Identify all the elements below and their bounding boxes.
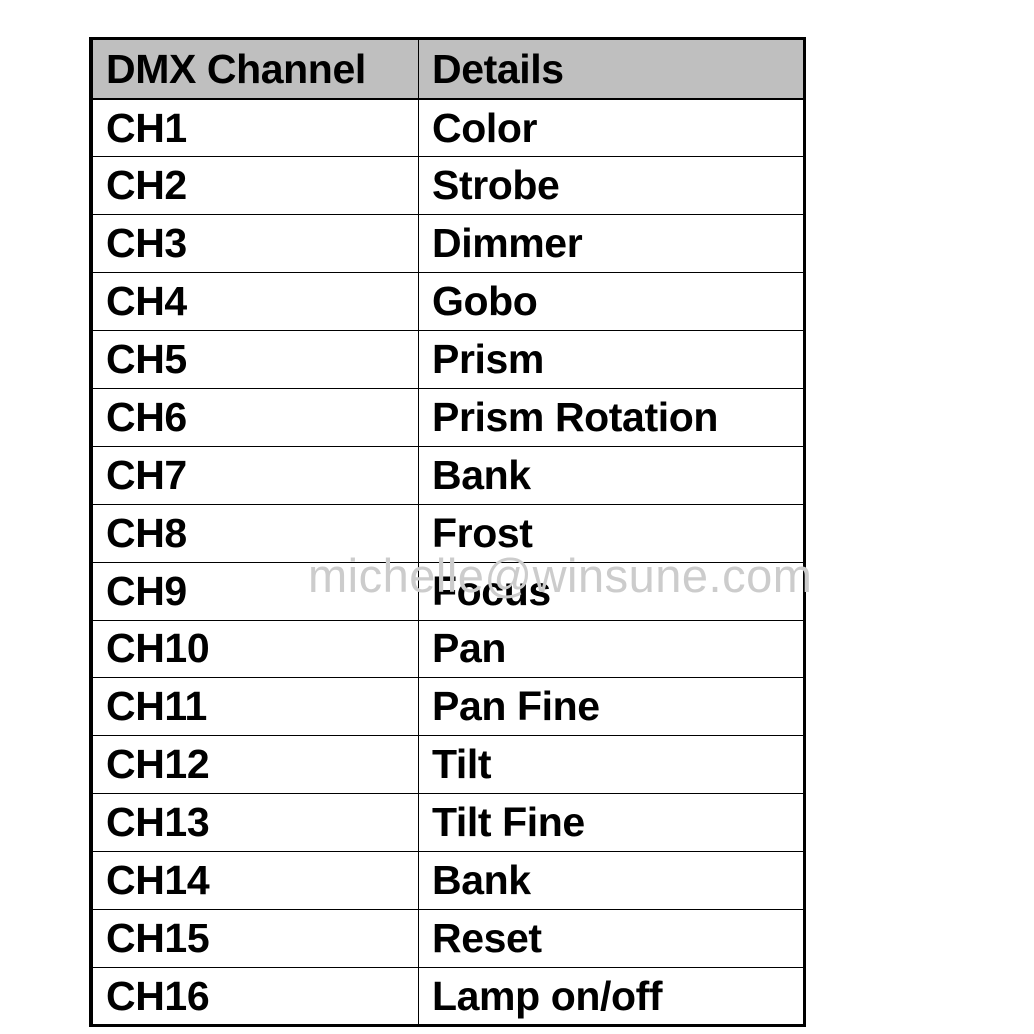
cell-dmx-channel: CH11 [90,677,419,737]
cell-details: Bank [418,851,805,910]
cell-dmx-channel: CH8 [90,503,419,563]
cell-dmx-channel: CH5 [90,330,419,389]
cell-dmx-channel: CH6 [90,387,419,447]
cell-details: Color [418,98,805,158]
cell-dmx-channel: CH7 [90,445,419,505]
cell-details: Tilt Fine [418,793,805,853]
cell-details: Lamp on/off [418,966,805,1027]
cell-dmx-channel: CH4 [90,272,419,332]
cell-dmx-channel: CH3 [90,214,419,274]
cell-dmx-channel: CH14 [90,851,419,910]
cell-details: Prism Rotation [418,387,805,447]
cell-dmx-channel: CH9 [90,561,419,621]
table-header-row: DMX Channel Details [90,38,805,100]
cell-dmx-channel: CH2 [90,156,419,216]
column-header-dmx-channel: DMX Channel [90,38,419,100]
cell-details: Prism [418,330,805,389]
column-header-details: Details [418,38,805,100]
cell-details: Dimmer [418,214,805,274]
cell-dmx-channel: CH13 [90,793,419,853]
cell-details: Gobo [418,272,805,332]
cell-details: Strobe [418,156,805,216]
cell-details: Reset [418,908,805,968]
table-header: DMX Channel Details [90,38,805,100]
cell-details: Pan Fine [418,677,805,737]
cell-details: Pan [418,619,805,679]
cell-dmx-channel: CH10 [90,619,419,679]
cell-dmx-channel: CH16 [90,966,419,1027]
cell-details: Tilt [418,735,805,795]
cell-details: Focus [418,561,805,621]
cell-dmx-channel: CH15 [90,908,419,968]
cell-dmx-channel: CH1 [90,98,419,158]
cell-dmx-channel: CH12 [90,735,419,795]
cell-details: Frost [418,503,805,563]
cell-details: Bank [418,445,805,505]
